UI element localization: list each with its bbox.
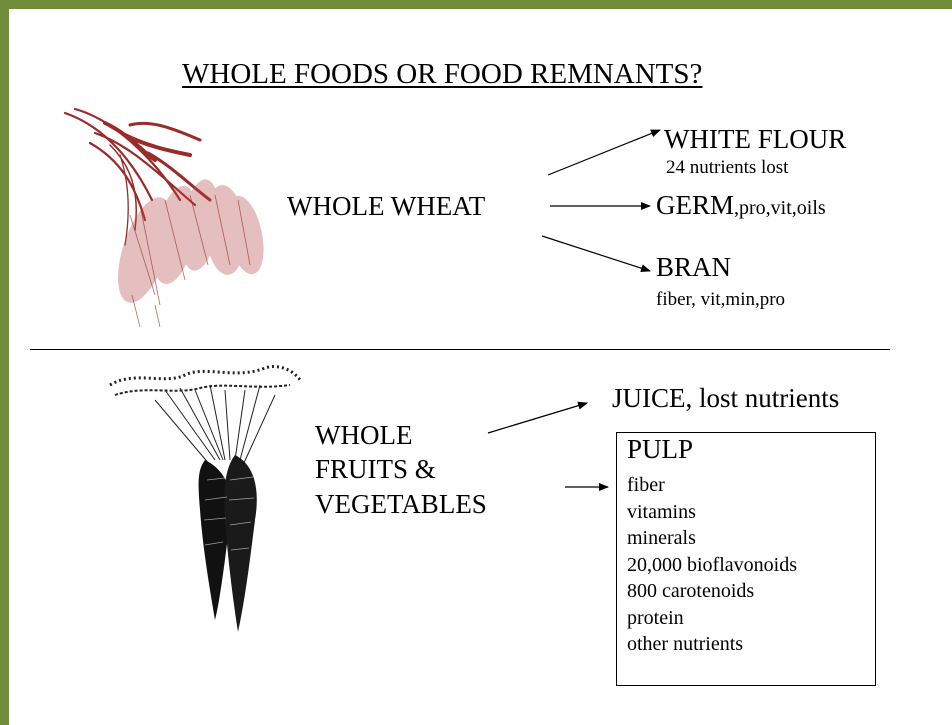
arrow-to-juice (488, 403, 587, 433)
arrow-to-bran (542, 236, 650, 271)
arrow-to-white-flour (548, 130, 660, 175)
